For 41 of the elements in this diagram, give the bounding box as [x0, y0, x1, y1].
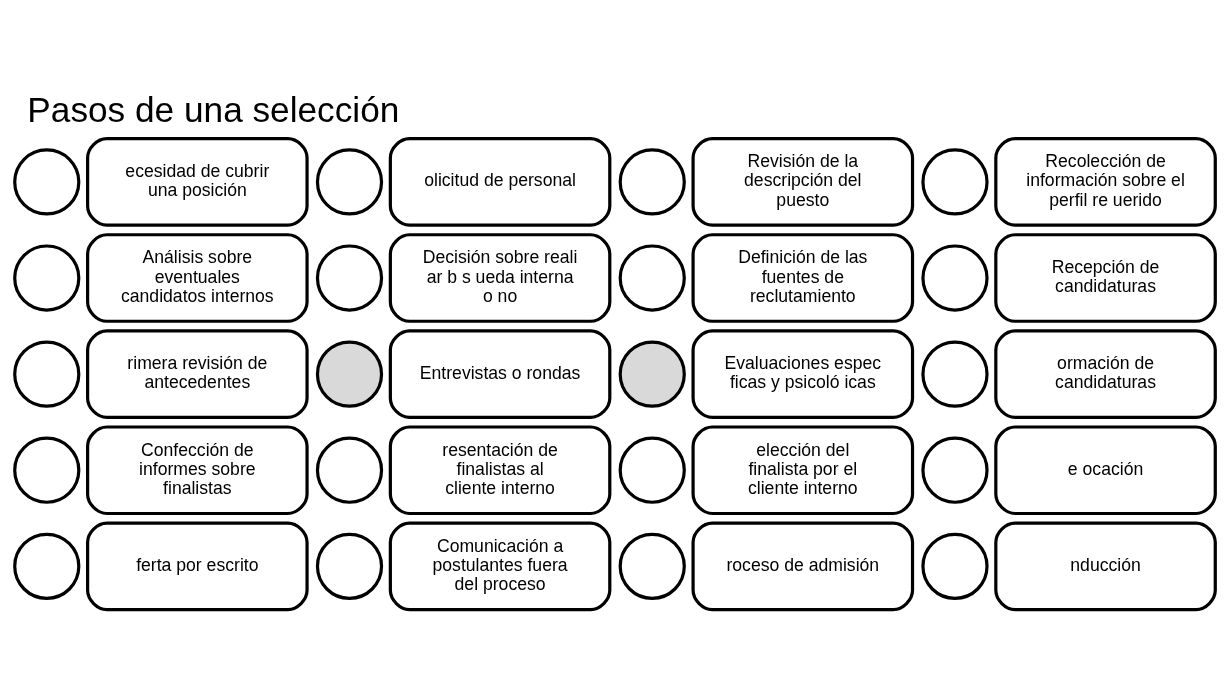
node-box: Comunicación a postulantes fuera del proceso: [388, 521, 612, 611]
node-circle: [618, 243, 686, 312]
node-box: rimera revisión de antecedentes: [86, 328, 309, 419]
node-circle: [921, 436, 989, 504]
node-circle: [315, 340, 384, 408]
node-circle: [921, 243, 989, 312]
node-box: Definición de las fuentes de reclutamiento: [691, 232, 915, 323]
node-box: Decisión sobre reali ar b s ueda interna o no: [388, 232, 612, 323]
node-box: elección del finalista por el cliente interno: [691, 424, 915, 515]
node-box: e ocación: [994, 424, 1217, 515]
node-box: ormación de candidaturas: [994, 328, 1217, 419]
diagram-title: Pasos de una selección: [27, 89, 400, 129]
node-circle: [921, 340, 989, 408]
node-box: Entrevistas o rondas: [388, 328, 612, 419]
node-circle: [13, 243, 81, 312]
node-box: Confección de informes sobre finalistas: [86, 424, 309, 515]
node-box: Revisión de la descripción del puesto: [691, 136, 915, 227]
node-box: Análisis sobre eventuales candidatos internos: [86, 232, 309, 323]
node-box: Evaluaciones espec ficas y psicoló icas: [691, 328, 915, 419]
node-circle: [315, 147, 384, 216]
node-box: nducción: [994, 521, 1217, 611]
node-box: ferta por escrito: [86, 521, 309, 611]
node-circle: [13, 532, 81, 600]
node-box: Recolección de información sobre el perfil re uerido: [994, 136, 1217, 227]
node-circle: [315, 436, 384, 504]
node-box: ecesidad de cubrir una posición: [86, 136, 309, 227]
node-box: roceso de admisión: [691, 521, 915, 611]
node-box: Recepción de candidaturas: [994, 232, 1217, 323]
node-circle: [921, 532, 989, 600]
node-box: olicitud de personal: [388, 136, 612, 227]
node-circle: [315, 243, 384, 312]
node-circle: [13, 340, 81, 408]
node-circle: [618, 340, 686, 408]
node-circle: [618, 147, 686, 216]
node-circle: [618, 532, 686, 600]
node-circle: [315, 532, 384, 600]
node-circle: [921, 147, 989, 216]
node-circle: [13, 147, 81, 216]
node-circle: [13, 436, 81, 504]
node-box: resentación de finalistas al cliente interno: [388, 424, 612, 515]
node-circle: [618, 436, 686, 504]
